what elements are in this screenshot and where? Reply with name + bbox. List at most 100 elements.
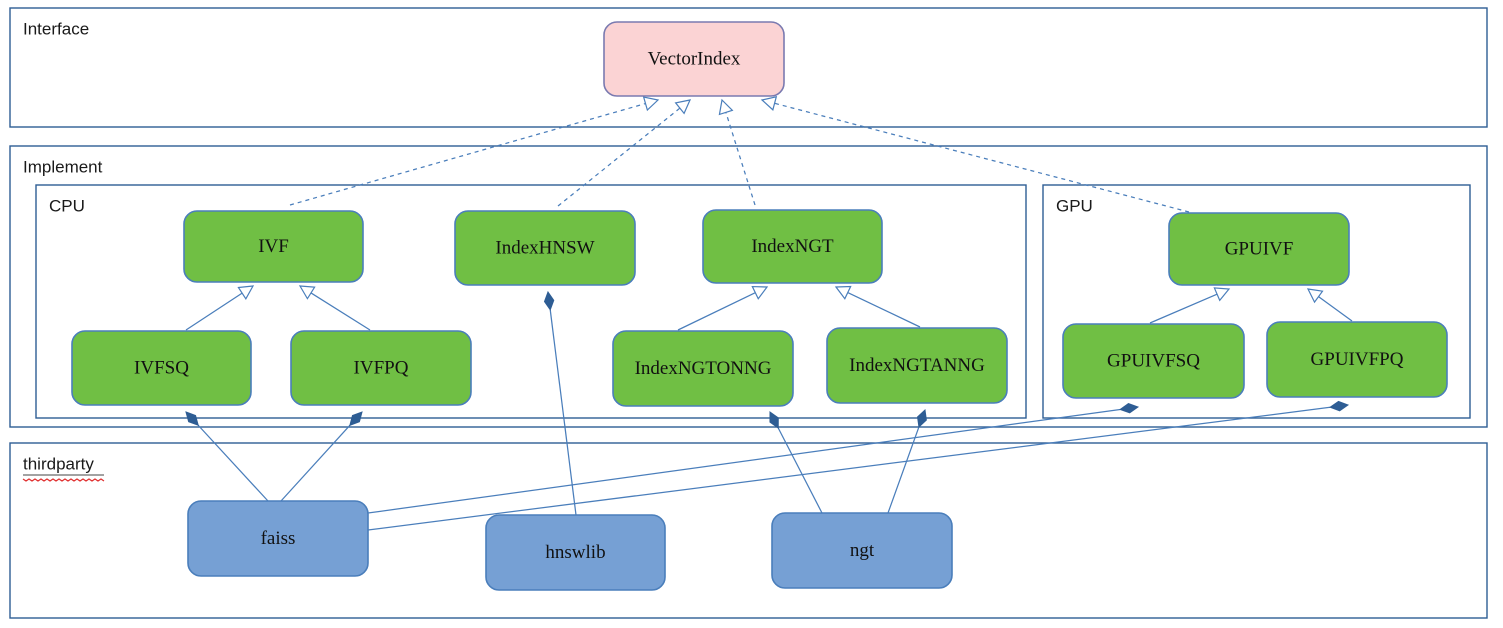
edge-line [725, 112, 756, 206]
composition-diamond-icon [1329, 400, 1350, 412]
edge-ngt-indexngtanng [887, 408, 927, 514]
inheritance-arrowhead-icon [298, 285, 316, 300]
edge-gpuivfpq-gpuivf [1306, 288, 1353, 322]
edge-line [197, 424, 269, 502]
edge-line [777, 427, 823, 514]
node-ivf-label: IVF [258, 236, 289, 257]
edge-line [280, 424, 351, 502]
node-indexhnsw-box[interactable] [454, 210, 636, 286]
spellcheck-squiggle [22, 478, 105, 482]
node-faiss-label: faiss [261, 528, 296, 549]
node-ivfpq[interactable]: IVFPQ [290, 330, 472, 406]
composition-diamond-icon [917, 408, 927, 428]
composition-diamond-icon [769, 411, 779, 429]
node-hnswlib[interactable]: hnswlib [485, 514, 666, 591]
edge-indexngt-vectorindex [718, 98, 756, 206]
edge-line [887, 426, 920, 514]
edge-line [367, 408, 1121, 514]
edge-line [549, 309, 577, 516]
edge-faiss-gpuivfpq [367, 400, 1350, 531]
edge-line [677, 292, 756, 331]
node-indexngt[interactable]: IndexNGT [702, 209, 883, 284]
node-vectorindex-label: VectorIndex [648, 48, 741, 69]
edge-hnswlib-indexhnsw [543, 290, 577, 516]
node-vectorindex[interactable]: VectorIndex [603, 21, 785, 97]
node-gpuivfsq[interactable]: GPUIVFSQ [1062, 323, 1245, 399]
node-faiss-box[interactable] [187, 500, 369, 577]
node-indexhnsw[interactable]: IndexHNSW [454, 210, 636, 286]
node-faiss[interactable]: faiss [187, 500, 369, 577]
node-gpuivfpq[interactable]: GPUIVFPQ [1266, 321, 1448, 398]
edge-faiss-ivfsq [185, 411, 269, 502]
inheritance-arrowhead-icon [642, 96, 660, 112]
inheritance-arrowhead-icon [1306, 288, 1324, 304]
edge-faiss-ivfpq [280, 411, 363, 502]
node-hnswlib-label: hnswlib [545, 542, 605, 563]
node-indexngt-box[interactable] [702, 209, 883, 284]
inheritance-arrowhead-icon [237, 285, 255, 300]
node-ivf-box[interactable] [183, 210, 364, 283]
inheritance-arrowhead-icon [751, 285, 769, 300]
node-ngt-box[interactable] [771, 512, 953, 589]
container-thirdparty-label: thirdparty [23, 454, 94, 473]
composition-diamond-icon [543, 290, 555, 311]
edge-ivfsq-ivf [185, 285, 255, 331]
composition-diamond-icon [349, 411, 363, 427]
edge-indexhnsw-vectorindex [557, 99, 692, 207]
node-indexngtonng-box[interactable] [612, 330, 794, 407]
node-ngt-label: ngt [850, 540, 875, 561]
edges-layer [185, 95, 1353, 531]
node-gpuivf-box[interactable] [1168, 212, 1350, 286]
node-gpuivfpq-box[interactable] [1266, 321, 1448, 398]
node-gpuivf[interactable]: GPUIVF [1168, 212, 1350, 286]
node-indexngtanng-box[interactable] [826, 327, 1008, 404]
node-indexngtonng[interactable]: IndexNGTONNG [612, 330, 794, 407]
edge-gpuivfsq-gpuivf [1149, 287, 1231, 324]
edge-indexngtanng-indexngt [834, 285, 921, 328]
container-gpu-label: GPU [1056, 196, 1093, 215]
node-indexhnsw-label: IndexHNSW [495, 237, 594, 258]
inheritance-arrowhead-icon [760, 95, 778, 111]
node-gpuivfpq-label: GPUIVFPQ [1311, 349, 1404, 370]
edge-gpuivf-vectorindex [760, 95, 1190, 213]
composition-diamond-icon [1119, 403, 1140, 414]
node-hnswlib-box[interactable] [485, 514, 666, 591]
node-ngt[interactable]: ngt [771, 512, 953, 589]
node-gpuivfsq-box[interactable] [1062, 323, 1245, 399]
node-indexngtanng-label: IndexNGTANNG [849, 355, 985, 376]
node-indexngtanng[interactable]: IndexNGTANNG [826, 327, 1008, 404]
edge-faiss-gpuivfsq [367, 403, 1140, 514]
inheritance-arrowhead-icon [1213, 287, 1231, 302]
composition-diamond-icon [185, 411, 199, 427]
container-cpu-label: CPU [49, 196, 85, 215]
container-interface-label: Interface [23, 19, 89, 38]
inheritance-arrowhead-icon [834, 285, 852, 300]
node-gpuivf-label: GPUIVF [1225, 238, 1294, 259]
edge-line [367, 406, 1331, 531]
edge-line [1318, 296, 1353, 322]
edge-ivf-vectorindex [289, 96, 660, 206]
inheritance-arrowhead-icon [718, 98, 734, 116]
inheritance-arrowhead-icon [674, 99, 692, 115]
edge-line [185, 292, 243, 331]
edge-line [310, 292, 371, 331]
node-ivfsq[interactable]: IVFSQ [71, 330, 252, 406]
node-vectorindex-box[interactable] [603, 21, 785, 97]
node-indexngtonng-label: IndexNGTONNG [635, 358, 772, 379]
node-ivfsq-label: IVFSQ [134, 357, 189, 378]
edge-line [557, 107, 681, 207]
edge-line [289, 102, 646, 206]
edge-line [1149, 293, 1218, 324]
edge-ngt-indexngtonng [769, 411, 823, 514]
node-ivf[interactable]: IVF [183, 210, 364, 283]
node-ivfsq-box[interactable] [71, 330, 252, 406]
edge-line [847, 292, 921, 328]
edge-ivfpq-ivf [298, 285, 371, 331]
node-indexngt-label: IndexNGT [751, 236, 834, 257]
node-ivfpq-box[interactable] [290, 330, 472, 406]
node-ivfpq-label: IVFPQ [354, 357, 409, 378]
container-implement-label: Implement [23, 157, 103, 176]
